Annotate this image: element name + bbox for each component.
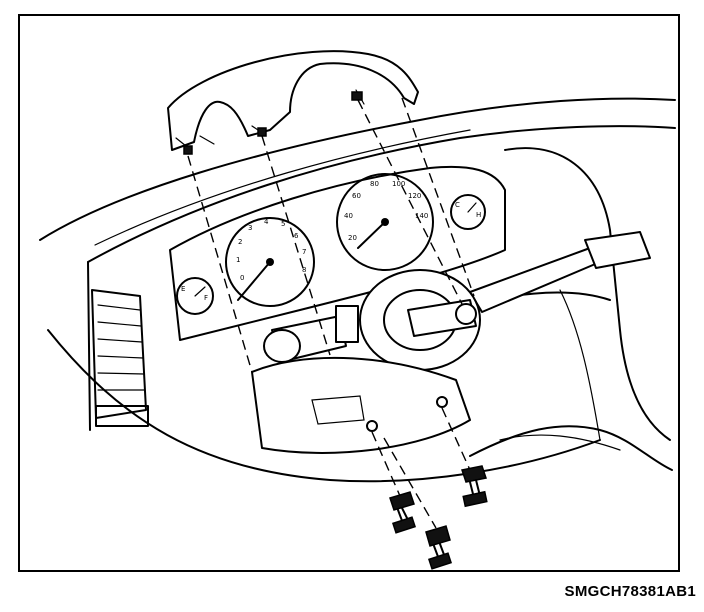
dashboard-outline xyxy=(39,97,676,483)
alignment-lines xyxy=(187,97,475,529)
speedometer: 20 40 60 80 100 120 140 xyxy=(336,173,434,271)
tach-tick-5: 5 xyxy=(281,220,285,228)
speedo-tick-40: 40 xyxy=(344,212,353,220)
speedo-tick-80: 80 xyxy=(370,180,379,188)
tach-tick-0: 0 xyxy=(240,274,244,282)
speedo-tick-20: 20 xyxy=(348,234,357,242)
shroud-screw-right xyxy=(461,465,488,508)
figure-caption: SMGCH78381AB1 xyxy=(564,583,696,600)
tach-tick-1: 1 xyxy=(236,256,240,264)
steering-column xyxy=(263,269,481,371)
tach-tick-7: 7 xyxy=(302,248,306,256)
speedo-tick-140: 140 xyxy=(415,212,428,220)
tach-tick-2: 2 xyxy=(238,238,242,246)
ignition-lock-cylinder xyxy=(455,303,477,325)
turn-signal-stalk xyxy=(469,231,651,313)
temp-gauge-label-hot: H xyxy=(476,211,481,219)
speedo-tick-60: 60 xyxy=(352,192,361,200)
tach-tick-8: 8 xyxy=(302,266,306,274)
figure-border xyxy=(18,14,680,572)
fuel-gauge-label-empty: E xyxy=(181,285,185,293)
speedo-tick-100: 100 xyxy=(392,180,405,188)
lower-dash-trim xyxy=(469,425,673,471)
shroud-screw-center xyxy=(425,525,453,570)
temp-gauge-label-cold: C xyxy=(455,201,460,209)
upper-shroud-body xyxy=(167,50,419,151)
fuel-gauge-label-full: F xyxy=(204,294,208,302)
tach-tick-6: 6 xyxy=(294,232,299,240)
tach-tick-4: 4 xyxy=(264,218,269,226)
shroud-screw-left xyxy=(389,491,417,534)
upper-shroud xyxy=(167,50,419,155)
fuel-gauge: E F xyxy=(176,277,214,315)
tach-tick-3: 3 xyxy=(248,224,252,232)
tachometer: 0 1 2 3 4 5 6 7 8 xyxy=(225,217,315,307)
air-vent xyxy=(91,289,149,427)
speedo-tick-120: 120 xyxy=(408,192,421,200)
temperature-gauge: C H xyxy=(450,194,486,230)
lower-shroud xyxy=(251,356,471,454)
